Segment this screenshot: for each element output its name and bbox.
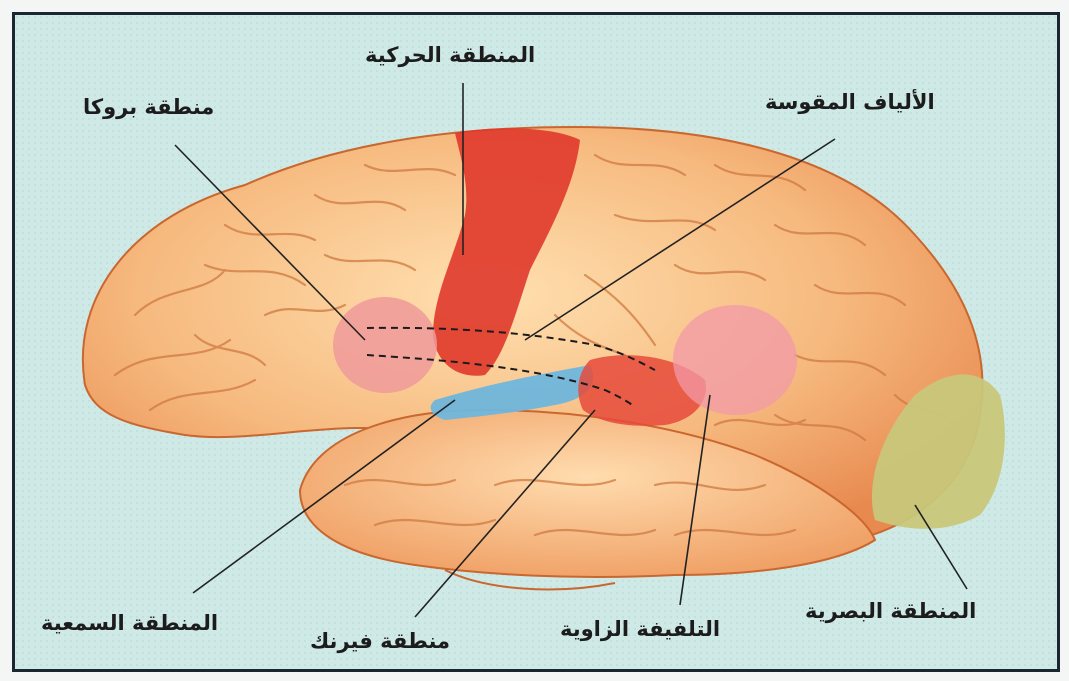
label-wernicke-area: منطقة فيرنك — [310, 629, 450, 653]
label-arcuate-fibers: الألياف المقوسة — [765, 90, 935, 114]
label-motor-area: المنطقة الحركية — [365, 43, 535, 67]
label-broca-area: منطقة بروكا — [83, 95, 214, 119]
label-angular-gyrus: التلفيفة الزاوية — [560, 617, 720, 641]
broca-area-region — [333, 297, 437, 393]
label-auditory-area: المنطقة السمعية — [41, 611, 218, 635]
label-visual-area: المنطقة البصرية — [805, 599, 976, 623]
angular-gyrus-region — [673, 305, 797, 415]
diagram-frame: المنطقة الحركية منطقة بروكا الألياف المق… — [12, 12, 1060, 672]
